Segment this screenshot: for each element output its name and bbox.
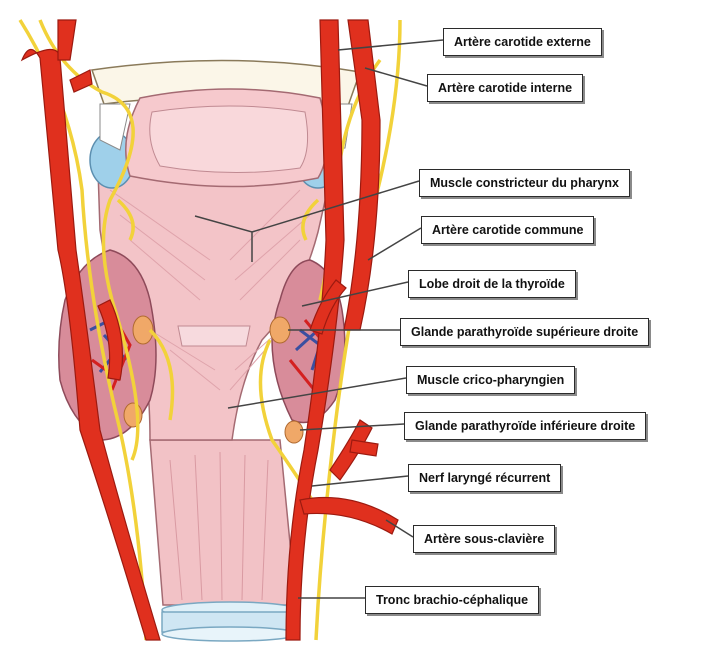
label-parathyroide-inferieure: Glande parathyroïde inférieure droite: [404, 412, 646, 440]
label-tronc-brachio-cephalique: Tronc brachio-céphalique: [365, 586, 539, 614]
label-lobe-thyroide: Lobe droit de la thyroïde: [408, 270, 576, 298]
label-carotide-externe: Artère carotide externe: [443, 28, 602, 56]
label-carotide-interne: Artère carotide interne: [427, 74, 583, 102]
label-nerf-recurrent: Nerf laryngé récurrent: [408, 464, 561, 492]
label-parathyroide-superieure: Glande parathyroïde supérieure droite: [400, 318, 649, 346]
esophagus: [150, 440, 298, 641]
label-muscle-constricteur: Muscle constricteur du pharynx: [419, 169, 630, 197]
label-muscle-crico-pharyngien: Muscle crico-pharyngien: [406, 366, 575, 394]
label-sous-claviere: Artère sous-clavière: [413, 525, 555, 553]
label-carotide-commune: Artère carotide commune: [421, 216, 594, 244]
